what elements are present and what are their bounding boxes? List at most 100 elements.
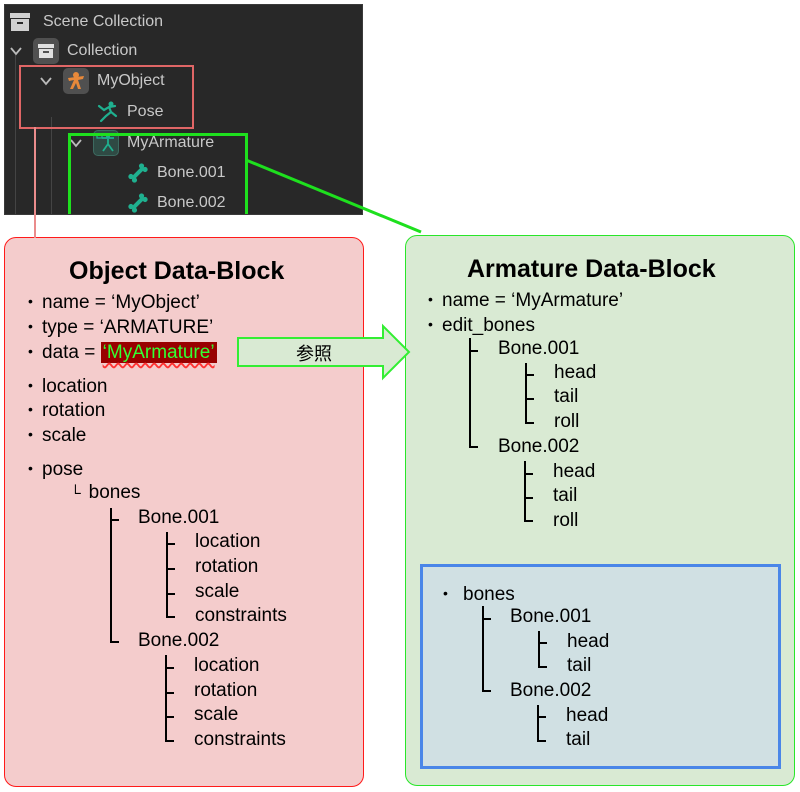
tree-connector [482, 606, 484, 692]
tree-connector [165, 692, 174, 694]
tree-connector [525, 398, 534, 400]
object-prop-scale: •scale [28, 425, 87, 446]
bones-section-label: •bones [443, 584, 515, 605]
outliner-row-myobject[interactable]: MyObject [39, 68, 165, 94]
object-prop-type: •type = ‘ARMATURE’ [28, 317, 214, 338]
bone-node: Bone.002 [510, 680, 592, 701]
edit-bone-child: head [553, 461, 596, 482]
pose-icon [97, 101, 119, 123]
tree-guide-line [51, 117, 52, 214]
tree-connector [525, 422, 534, 424]
pose-bone-child: location [194, 655, 260, 676]
tree-connector [524, 473, 533, 475]
blender-outliner-panel: Scene Collection Collection MyObject Pos… [4, 4, 363, 215]
pose-bone-child: scale [194, 704, 239, 725]
bone-child: tail [566, 729, 591, 750]
pose-bone-child: rotation [194, 680, 258, 701]
edit-bone-child: tail [554, 386, 579, 407]
tree-connector [110, 508, 112, 643]
armature-prop-edit-bones: •edit_bones [428, 315, 535, 336]
tree-connector [166, 593, 175, 595]
collection-icon [9, 12, 31, 32]
object-prop-data: •data = ‘MyArmature’ [28, 342, 217, 363]
tree-connector [482, 618, 491, 620]
object-prop-rotation: •rotation [28, 400, 106, 421]
node-label: bones [463, 584, 515, 605]
outliner-label: Bone.001 [157, 164, 226, 181]
armature-block-title: Armature Data-Block [467, 255, 716, 283]
tree-connector [537, 705, 539, 742]
reference-arrow-label: 参照 [296, 344, 332, 364]
prop-text: scale [42, 425, 87, 446]
tree-connector [165, 716, 174, 718]
object-block-title: Object Data-Block [69, 257, 285, 285]
prop-text: rotation [42, 400, 106, 421]
prop-text: location [42, 376, 108, 397]
outliner-label: Bone.002 [157, 194, 226, 211]
tree-connector [166, 532, 168, 618]
prop-text: data = [42, 342, 101, 363]
edit-bone-child: roll [553, 510, 579, 531]
object-data-block [4, 237, 364, 787]
outliner-label: MyArmature [127, 134, 215, 151]
tree-connector [110, 519, 119, 521]
tree-connector [538, 642, 547, 644]
prop-text: edit_bones [442, 315, 535, 336]
outliner-row-bone-002[interactable]: Bone.002 [127, 190, 226, 214]
outliner-row-scene-collection[interactable]: Scene Collection [9, 9, 163, 35]
prop-text: type = ‘ARMATURE’ [42, 317, 214, 338]
tree-connector [166, 568, 175, 570]
pose-bone-child: constraints [194, 729, 286, 750]
tree-connector [525, 363, 527, 424]
prop-text: pose [42, 459, 84, 480]
tree-connector [165, 667, 174, 669]
outliner-label: Pose [127, 103, 164, 120]
edit-bone-child: head [554, 362, 597, 383]
pose-bone-node: Bone.001 [138, 507, 220, 528]
collection-icon [33, 38, 59, 64]
outliner-row-pose[interactable]: Pose [97, 99, 163, 125]
pose-bone-child: rotation [195, 556, 259, 577]
bone-icon [127, 162, 149, 184]
armature-reference[interactable]: ‘MyArmature’ [100, 342, 217, 363]
outliner-row-bone-001[interactable]: Bone.001 [127, 160, 226, 186]
object-prop-name: •name = ‘MyObject’ [28, 292, 200, 313]
pose-bone-child: constraints [195, 605, 287, 626]
bone-icon [127, 192, 149, 214]
outliner-label: MyObject [97, 72, 165, 89]
bone-child: head [566, 705, 609, 726]
node-label: bones [88, 482, 141, 503]
tree-connector [166, 616, 175, 618]
bone-node: Bone.001 [510, 606, 592, 627]
pose-bone-child: location [195, 531, 261, 552]
chevron-down-icon[interactable] [9, 44, 23, 58]
armature-bones-section [420, 564, 781, 769]
tree-connector [524, 520, 533, 522]
prop-text: name = ‘MyArmature’ [442, 290, 624, 311]
tree-connector [537, 716, 546, 718]
tree-guide-line [15, 55, 16, 214]
outliner-label: Scene Collection [43, 13, 164, 30]
tree-connector [524, 461, 526, 522]
chevron-down-icon[interactable] [69, 136, 83, 150]
armature-highlight-frame [68, 133, 248, 214]
tree-connector [524, 497, 533, 499]
outliner-row-collection[interactable]: Collection [9, 38, 137, 64]
bone-child: head [567, 631, 610, 652]
object-prop-location: •location [28, 376, 108, 397]
prop-text: name = ‘MyObject’ [42, 292, 200, 313]
edit-bone-node: Bone.002 [498, 436, 580, 457]
tree-connector [165, 655, 167, 742]
pose-bone-node: Bone.002 [138, 630, 220, 651]
armature-prop-name: •name = ‘MyArmature’ [428, 290, 624, 311]
tree-connector [166, 543, 175, 545]
tree-corner-glyph: └ [70, 485, 81, 502]
tree-connector [525, 374, 534, 376]
edit-bone-child: tail [553, 485, 578, 506]
chevron-down-icon[interactable] [39, 74, 53, 88]
tree-connector [469, 338, 471, 448]
object-highlight-frame [19, 65, 194, 129]
tree-connector [469, 350, 478, 352]
edit-bone-child: roll [554, 411, 580, 432]
armature-object-icon [63, 68, 89, 94]
